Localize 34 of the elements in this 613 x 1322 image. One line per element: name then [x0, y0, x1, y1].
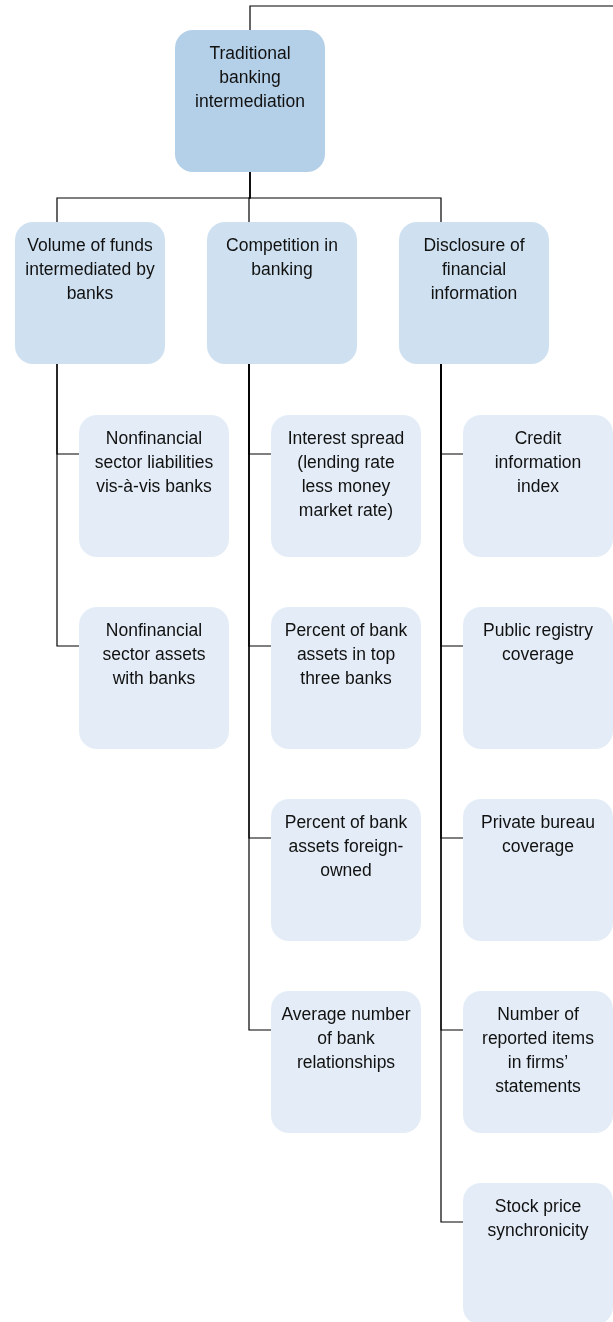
- category-box: [207, 222, 357, 364]
- category-box: [175, 30, 325, 172]
- box-label: Disclosure of financial information: [422, 234, 526, 305]
- category-box: [271, 991, 421, 1133]
- box-label: Volume of funds intermediated by banks: [25, 234, 155, 305]
- connector-line: [56, 363, 80, 647]
- category-box: [463, 1183, 613, 1322]
- category-box: [463, 991, 613, 1133]
- category-box: [79, 415, 229, 557]
- category-box: [463, 415, 613, 557]
- box-label: Stock price synchronicity: [486, 1195, 590, 1242]
- category-box: [399, 222, 549, 364]
- box-label: Nonfinancial sector assets with banks: [101, 619, 207, 690]
- box-label: Credit information index: [493, 427, 583, 498]
- category-box: [271, 799, 421, 941]
- box-label: Traditional banking intermediation: [194, 42, 306, 113]
- category-box: [79, 607, 229, 749]
- box-label: Percent of bank assets foreign-owned: [283, 811, 409, 882]
- category-box: [15, 222, 165, 364]
- box-label: Interest spread (lending rate less money market rate): [286, 427, 406, 522]
- box-label: Competition in banking: [225, 234, 339, 281]
- connector-line: [248, 363, 272, 1031]
- box-label: Number of reported items in firms’ statements: [481, 1003, 595, 1098]
- category-box: [463, 607, 613, 749]
- box-label: Private bureau coverage: [480, 811, 596, 858]
- connector-line: [249, 171, 442, 223]
- connector-line: [249, 5, 613, 31]
- box-label: Public registry coverage: [482, 619, 594, 666]
- category-box: [271, 415, 421, 557]
- box-label: Nonfinancial sector liabilities vis-à-vis banks: [93, 427, 215, 498]
- category-box: [463, 799, 613, 941]
- category-box: [271, 607, 421, 749]
- box-label: Percent of bank assets in top three banks: [283, 619, 409, 690]
- box-label: Average number of bank relationships: [281, 1003, 411, 1074]
